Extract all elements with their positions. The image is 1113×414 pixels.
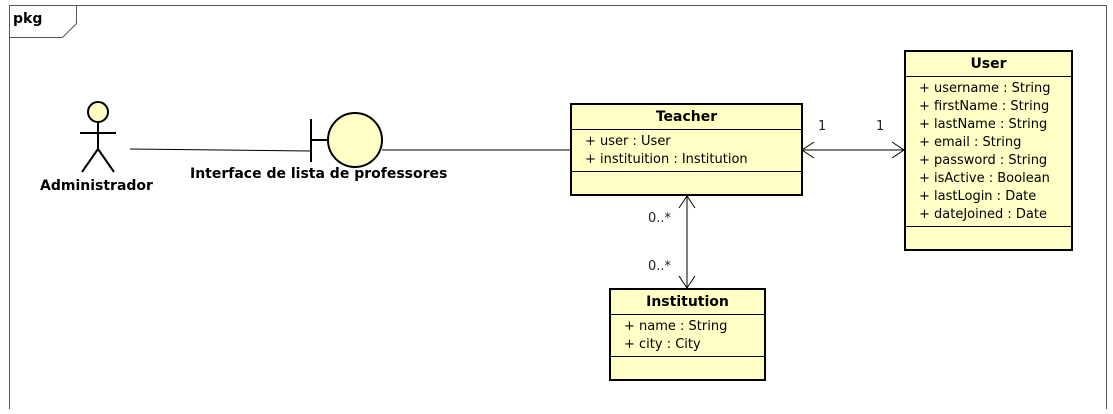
boundary-icon <box>310 112 383 168</box>
multiplicity-teacher-user-right: 1 <box>876 119 885 134</box>
teacher-attribute: + user : User <box>585 134 671 149</box>
teacher-attribute: + instituition : Institution <box>585 152 748 167</box>
actor-boundary-link <box>129 148 311 152</box>
multiplicity-teacher-institution-bottom: 0..* <box>648 259 672 274</box>
user-attribute: + email : String <box>919 135 1022 150</box>
user-attribute: + lastName : String <box>919 117 1048 132</box>
boundary-label: Interface de lista de professores <box>190 166 448 182</box>
class-user-attributes: + username : String + firstName : String… <box>906 77 1071 227</box>
teacher-institution-arrow-top <box>678 195 696 209</box>
institution-attribute: + name : String <box>624 319 728 334</box>
frame-label: pkg <box>13 11 43 27</box>
user-attribute: + dateJoined : Date <box>919 207 1047 222</box>
class-institution[interactable]: Institution + name : String + city : Cit… <box>609 288 766 381</box>
user-attribute: + password : String <box>919 153 1048 168</box>
multiplicity-teacher-institution-top: 0..* <box>648 211 672 226</box>
multiplicity-teacher-user-left: 1 <box>818 119 827 134</box>
class-institution-attributes: + name : String + city : City <box>611 315 764 357</box>
user-attribute: + username : String <box>919 81 1051 96</box>
class-teacher-attributes: + user : User + instituition : Instituti… <box>572 130 801 172</box>
user-attribute: + lastLogin : Date <box>919 189 1037 204</box>
class-user[interactable]: User + username : String + firstName : S… <box>904 50 1073 251</box>
actor-figure <box>80 101 116 173</box>
class-teacher-name: Teacher <box>572 105 801 130</box>
package-frame <box>9 5 1107 409</box>
class-institution-name: Institution <box>611 290 764 315</box>
class-teacher[interactable]: Teacher + user : User + instituition : I… <box>570 103 803 196</box>
package-tab <box>9 5 77 38</box>
institution-attribute: + city : City <box>624 337 701 352</box>
user-attribute: + isActive : Boolean <box>919 171 1050 186</box>
user-attribute: + firstName : String <box>919 99 1050 114</box>
actor-label: Administrador <box>40 178 153 194</box>
class-user-name: User <box>906 52 1071 77</box>
